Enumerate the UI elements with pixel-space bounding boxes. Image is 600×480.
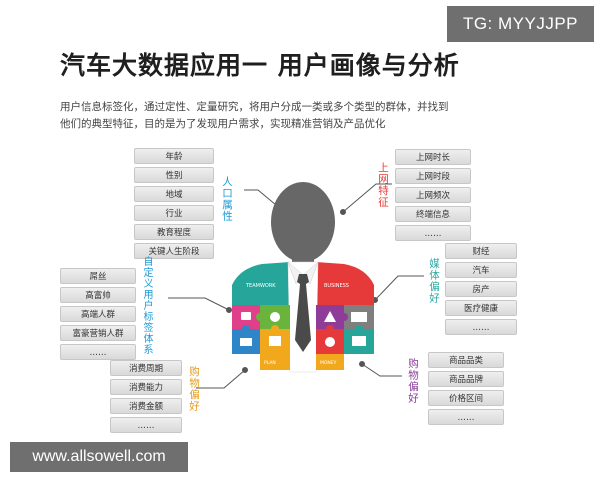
bottom-watermark: www.allsowell.com: [10, 442, 188, 472]
tag-online-more: ……: [395, 225, 471, 241]
tag-price-range: 价格区间: [428, 390, 504, 406]
label-shopping: 购物偏好: [188, 366, 200, 412]
briefcase-icon: [240, 338, 252, 346]
growth-icon: [324, 311, 336, 322]
group-demographics: 年龄 性别 地域 行业 教育程度 关键人生阶段: [134, 148, 214, 262]
connector-demographics: [244, 189, 283, 211]
label-media: 媒体偏好: [428, 258, 440, 304]
book-icon: [352, 336, 366, 346]
puzzle-icon: [241, 312, 251, 320]
panel-left-text: TEAMWORK: [245, 283, 276, 289]
tie: [295, 274, 311, 352]
tag-online-period: 上网时段: [395, 168, 471, 184]
tag-life-stage: 关键人生阶段: [134, 243, 214, 259]
tag-online-frequency: 上网频次: [395, 187, 471, 203]
target-icon: [325, 337, 335, 347]
tag-custom-more: ……: [60, 344, 136, 360]
jacket-right-panel: [316, 262, 374, 305]
tag-gaofushuai: 高富帅: [60, 287, 136, 303]
group-purchase: 商品品类 商品品牌 价格区间 ……: [428, 352, 504, 428]
tag-age: 年龄: [134, 148, 214, 164]
connector-shopping: [196, 369, 246, 389]
tag-shopping-more: ……: [110, 417, 182, 433]
tag-education: 教育程度: [134, 224, 214, 240]
tag-product-brand: 商品品牌: [428, 371, 504, 387]
page-title: 汽车大数据应用一 用户画像与分析: [60, 51, 460, 80]
tag-industry: 行业: [134, 205, 214, 221]
panel-right-text: BUSINESS: [324, 283, 349, 289]
tag-diaosi: 屌丝: [60, 268, 136, 284]
tag-consumption-cycle: 消费周期: [110, 360, 182, 376]
tag-online-duration: 上网时长: [395, 149, 471, 165]
chart-icon: [269, 336, 281, 346]
group-media: 财经 汽车 房产 医疗健康 ……: [445, 243, 517, 338]
label-online: 上网特征: [377, 162, 389, 208]
monitor-icon: [351, 312, 367, 322]
tag-finance: 财经: [445, 243, 517, 259]
description-line-2: 他们的典型特征，目的是为了发现用户需求，实现精准营销及产品优化: [60, 118, 386, 130]
label-custom: 自定义用户标签体系: [141, 256, 152, 355]
tag-auto: 汽车: [445, 262, 517, 278]
group-custom: 屌丝 高富帅 高端人群 富豪营销人群 ……: [60, 268, 136, 363]
connector-online: [342, 183, 392, 213]
head-icon: [271, 182, 335, 270]
tag-health: 医疗健康: [445, 300, 517, 316]
connector-custom: [168, 297, 230, 311]
tile-bottom-yellow: [316, 354, 344, 370]
connector-media: [374, 275, 424, 301]
tile-label-plan: PLAN: [264, 360, 276, 366]
tag-media-more: ……: [445, 319, 517, 335]
label-purchase: 购物偏好: [407, 358, 419, 404]
tag-high-end: 高端人群: [60, 306, 136, 322]
tag-real-estate: 房产: [445, 281, 517, 297]
jacket-left-panel: [232, 262, 290, 305]
description-line-1: 用户信息标签化，通过定性、定量研究，将用户分成一类或多个类型的群体，并找到: [60, 101, 449, 113]
group-online: 上网时长 上网时段 上网频次 终端信息 ……: [395, 149, 471, 244]
tag-device-info: 终端信息: [395, 206, 471, 222]
tile-bottom-orange: [260, 354, 290, 370]
tile-label-money: MONEY: [320, 360, 337, 366]
tag-purchase-more: ……: [428, 409, 504, 425]
tag-consumption-ability: 消费能力: [110, 379, 182, 395]
idea-icon: [270, 312, 280, 322]
group-shopping: 消费周期 消费能力 消费金额 ……: [110, 360, 182, 436]
tag-region: 地域: [134, 186, 214, 202]
tag-wealthy-marketing: 富豪营销人群: [60, 325, 136, 341]
top-watermark: TG: MYYJJPP: [447, 6, 594, 42]
tag-consumption-amount: 消费金额: [110, 398, 182, 414]
tag-gender: 性别: [134, 167, 214, 183]
tag-product-category: 商品品类: [428, 352, 504, 368]
connector-purchase: [361, 363, 402, 377]
label-demographics: 人口属性: [221, 176, 233, 222]
description: 用户信息标签化，通过定性、定量研究，将用户分成一类或多个类型的群体，并找到 他们…: [60, 99, 530, 133]
